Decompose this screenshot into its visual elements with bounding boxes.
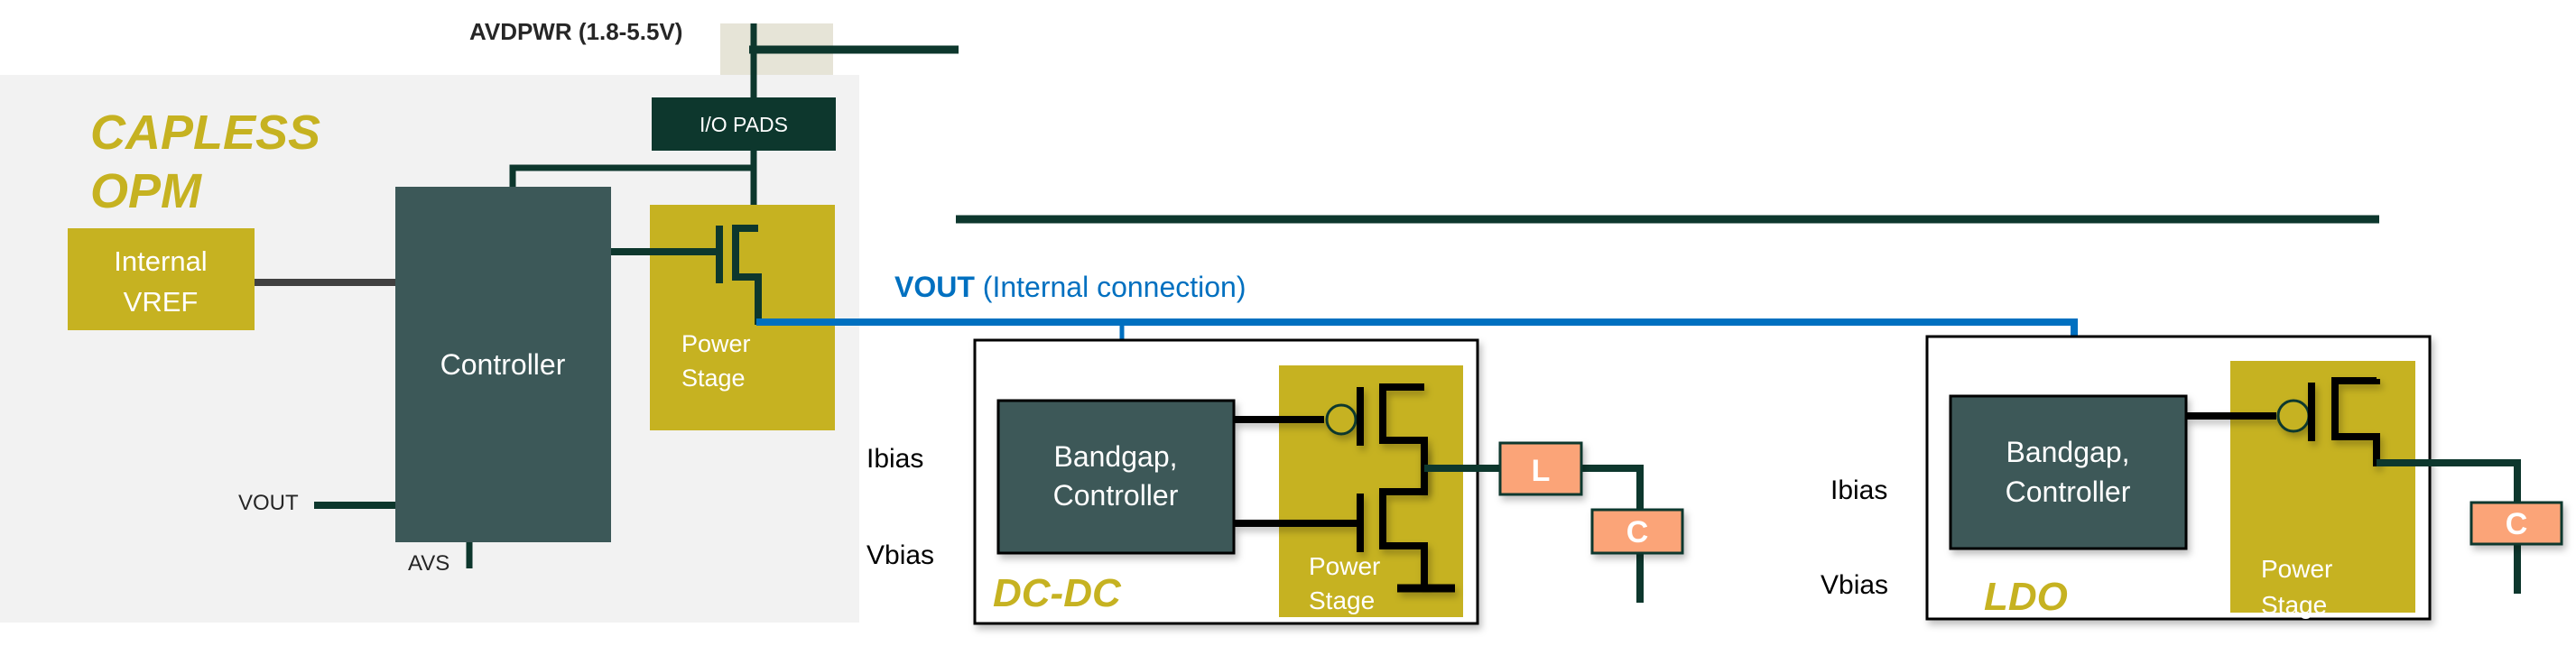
dcdc-controller-label-line1: Bandgap, [1053,440,1177,473]
vref-box [68,228,255,330]
controller-supply-feedback-wire [509,164,754,189]
dcdc-power-stage-label-line1: Power [1309,552,1380,580]
io-pads-block: I/O PADS [652,97,836,151]
avs-pin-label: AVS [408,551,449,576]
opm-power-stage-box [650,205,835,430]
inductor-label: L [1532,454,1551,488]
dcdc-power-stage-label-line2: Stage [1309,586,1375,614]
dcdc-capacitor-label: C [1626,515,1649,549]
ldo-capacitor-label: C [2506,507,2528,541]
ldo-ibias-label: Ibias [1830,475,1887,505]
io-pads-label: I/O PADS [700,113,788,136]
vref-label-line1: Internal [114,245,207,277]
dcdc-capacitor-box [1590,508,1684,555]
ldo-block: Power Stage Bandgap, Controller LDO [1925,335,2432,621]
dcdc-output-filter: L C [1424,441,1684,607]
ldo-output-wire [2377,459,2521,503]
dcdc-nmos-transistor-icon [1234,447,1455,593]
vout-bus-label-bold: VOUT [894,271,975,303]
vout-pin-label: VOUT [238,491,299,515]
dcdc-switch-node-wire [1424,465,1644,510]
dcdc-vbias-label: Vbias [866,540,934,570]
supply-wires [749,23,2380,387]
opm-nmos-transistor-icon [611,225,762,325]
dcdc-pmos-transistor-icon [1234,383,1428,492]
dcdc-block: Power Stage Bandgap, Controller DC-DC [973,338,1479,625]
opm-controller-block: Controller [395,187,611,542]
ldo-controller-box [1949,394,2188,550]
opm-controller-box [395,187,611,542]
internal-vref-block: Internal VREF [68,228,255,330]
supply-label: AVDPWR (1.8-5.5V) [469,18,682,45]
dcdc-controller-label-line2: Controller [1053,479,1179,512]
dcdc-ibias-label: Ibias [866,444,923,474]
ldo-power-stage-box [2230,361,2415,613]
ldo-controller-label-line1: Bandgap, [2006,436,2129,468]
opm-title-line2: OPM [90,164,202,218]
inductor-box [1498,441,1583,496]
ldo-vbias-label: Vbias [1821,570,1888,600]
ldo-output-filter: C [2377,459,2563,598]
vref-label-line2: VREF [124,286,199,318]
ldo-title: LDO [1984,575,2068,619]
ldo-power-stage-label-line1: Power [2261,555,2332,583]
ldo-controller-label-line2: Controller [2006,475,2131,508]
dcdc-power-stage-box [1279,365,1463,617]
opm-title-line1: CAPLESS [90,106,320,160]
ldo-pmos-transistor-icon [2186,377,2380,466]
vout-bus-label-rest: (Internal connection) [975,271,1246,303]
dcdc-title: DC-DC [993,571,1122,615]
opm-power-stage: Power Stage [611,205,835,430]
ldo-capacitor-box [2469,501,2563,546]
dcdc-controller-box [996,399,1236,555]
opm-power-stage-label-line2: Stage [681,365,746,392]
ldo-power-stage-label-line2: Stage [2261,591,2327,619]
opm-controller-label: Controller [440,348,566,381]
vout-bus-label: VOUT (Internal connection) [894,271,1246,303]
opm-power-stage-label-line1: Power [681,330,751,357]
io-pads-box [652,97,836,151]
